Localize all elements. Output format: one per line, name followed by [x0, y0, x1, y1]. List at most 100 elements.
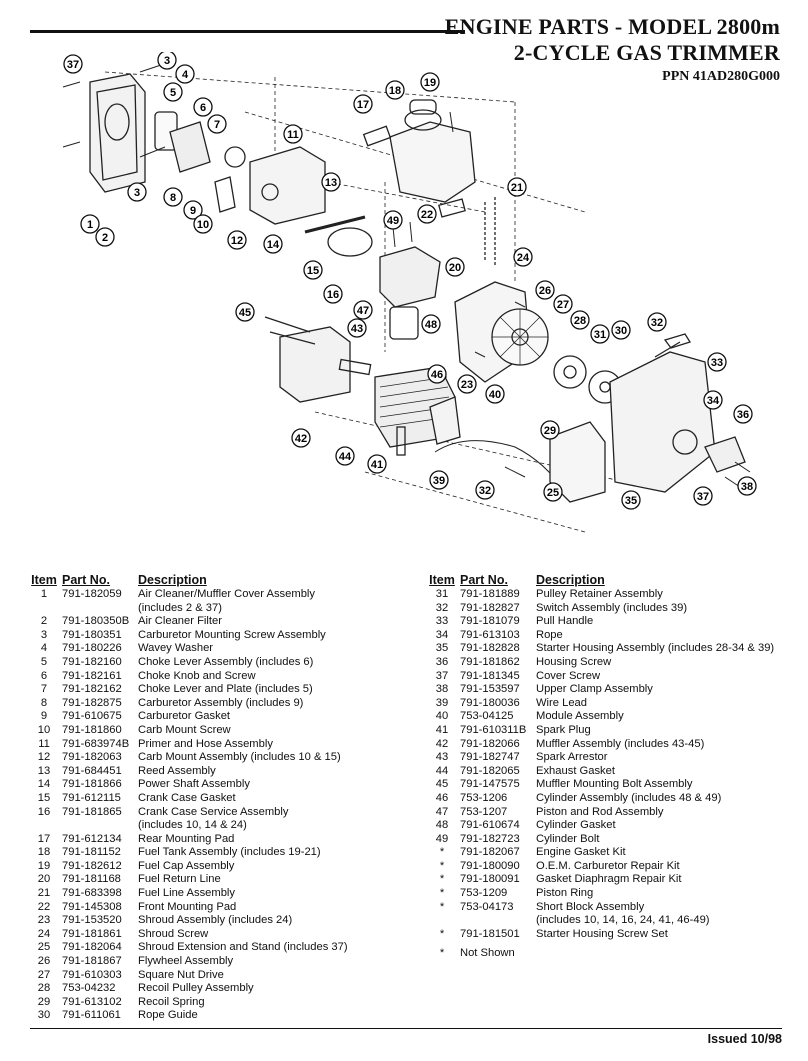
part-description: Shroud Screw — [138, 927, 209, 940]
callout-37: 37 — [63, 54, 83, 74]
item-number: 39 — [435, 696, 449, 709]
callout-number: 36 — [737, 409, 749, 421]
part-number: 753-1206 — [460, 791, 508, 804]
callout-14: 14 — [263, 234, 283, 254]
callout-circle — [291, 428, 311, 448]
callout-number: 6 — [200, 102, 206, 114]
callout-number: 33 — [711, 357, 723, 369]
callout-number: 27 — [557, 299, 569, 311]
part-description: Choke Lever Assembly (includes 6) — [138, 655, 314, 668]
part-description: Recoil Pulley Assembly — [138, 982, 254, 995]
part-description: Pull Handle — [536, 615, 594, 628]
callout-number: 21 — [511, 182, 523, 194]
item-number: 15 — [37, 791, 51, 804]
part-description: Cylinder Gasket — [536, 819, 616, 832]
callout-circle — [535, 280, 555, 300]
callout-6: 6 — [193, 97, 213, 117]
callout-circle — [163, 187, 183, 207]
header-item: Item — [429, 573, 455, 587]
part-number: 791-181079 — [460, 615, 520, 628]
header-title: ENGINE PARTS - MODEL 2800m — [444, 14, 780, 39]
callout-49: 49 — [383, 210, 403, 230]
part-number: 791-181889 — [460, 588, 520, 600]
callout-number: 39 — [433, 475, 445, 487]
callout-circle — [80, 214, 100, 234]
callout-4: 4 — [175, 64, 195, 84]
callout-circle — [163, 82, 183, 102]
callout-number: 3 — [134, 187, 140, 199]
part-number: 791-182828 — [460, 642, 520, 655]
part-number: 791-182612 — [62, 859, 122, 872]
callout-number: 13 — [325, 177, 337, 189]
callout-circle — [445, 257, 465, 277]
part-number: 791-181865 — [62, 805, 122, 818]
part-number: 753-04173 — [460, 900, 514, 913]
callout-circle — [95, 227, 115, 247]
part-description: Front Mounting Pad — [138, 900, 237, 913]
part-description: Recoil Spring — [138, 995, 205, 1008]
callout-46: 46 — [427, 364, 447, 384]
callout-circle — [427, 364, 447, 384]
part-description: Pulley Retainer Assembly — [536, 588, 663, 600]
callout-number: 12 — [231, 235, 243, 247]
part-description: Gasket Diaphragm Repair Kit — [536, 873, 682, 886]
callout-23: 23 — [457, 374, 477, 394]
callout-number: 24 — [517, 252, 530, 264]
diagram-artwork — [62, 61, 751, 533]
header-rule — [30, 30, 465, 33]
callout-number: 38 — [741, 481, 753, 493]
part-description: Module Assembly — [536, 710, 624, 723]
part-description-continued: (includes 10, 14 & 24) — [138, 819, 247, 832]
callout-circle — [347, 318, 367, 338]
callout-40: 40 — [485, 384, 505, 404]
item-number: 43 — [435, 751, 449, 764]
callout-2: 2 — [95, 227, 115, 247]
part-number: 791-182160 — [62, 655, 122, 668]
not-shown-note: * Not Shown — [424, 947, 794, 961]
callout-circle — [543, 482, 563, 502]
callout-number: 10 — [197, 219, 209, 231]
callout-circle — [553, 294, 573, 314]
callout-circle — [353, 300, 373, 320]
item-number: 46 — [435, 791, 449, 804]
part-number: 791-145308 — [62, 900, 122, 913]
callout-circle — [303, 260, 323, 280]
part-description: Crank Case Service Assembly — [138, 805, 289, 818]
callout-number: 47 — [357, 305, 369, 317]
header-ppn: PPN 41AD280G000 — [662, 69, 780, 84]
part-description: Choke Knob and Screw — [138, 669, 256, 682]
callout-circle — [353, 94, 373, 114]
part-description: Shroud Extension and Stand (includes 37) — [138, 941, 348, 954]
part-number: 791-182066 — [460, 737, 520, 750]
callout-circle — [207, 114, 227, 134]
part-number: 791-612134 — [62, 832, 122, 845]
callout-circle — [733, 404, 753, 424]
callout-number: 2 — [102, 232, 108, 244]
callout-15: 15 — [303, 260, 323, 280]
item-number: 22 — [37, 900, 51, 913]
callout-circle — [323, 284, 343, 304]
callout-circle — [283, 124, 303, 144]
item-number: 40 — [435, 710, 449, 723]
callout-circle — [157, 52, 177, 70]
part-number: 791-610674 — [460, 819, 520, 832]
callout-number: 44 — [339, 451, 352, 463]
callout-28: 28 — [570, 310, 590, 330]
part-number: 791-153597 — [460, 683, 520, 696]
callout-number: 46 — [431, 369, 443, 381]
callout-number: 42 — [295, 433, 307, 445]
part-number: 791-182162 — [62, 683, 122, 696]
part-description: Square Nut Drive — [138, 968, 224, 981]
